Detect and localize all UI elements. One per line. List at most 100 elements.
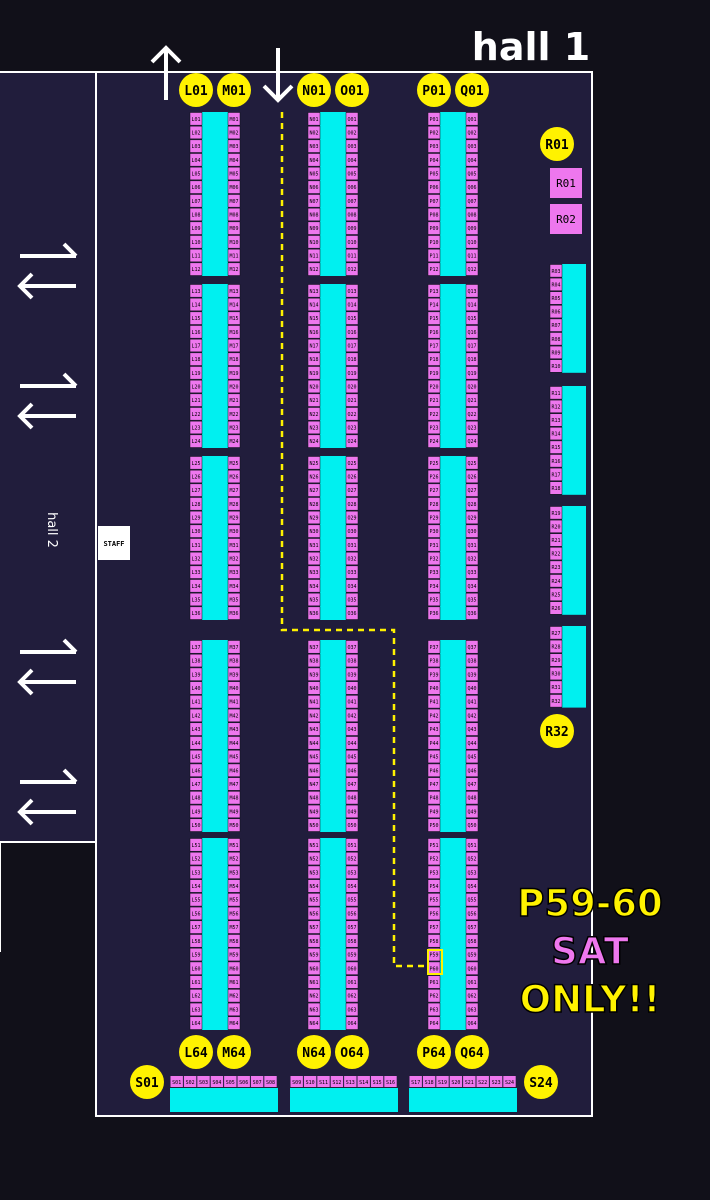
booth-O18[interactable] xyxy=(345,352,359,366)
booth-R16[interactable] xyxy=(549,454,563,468)
marker-O01[interactable] xyxy=(335,73,369,107)
booth-Q51[interactable] xyxy=(465,838,479,852)
booth-O49[interactable] xyxy=(345,804,359,819)
booth-P54[interactable] xyxy=(427,879,441,893)
booth-Q21[interactable] xyxy=(465,393,479,407)
booth-Q33[interactable] xyxy=(465,565,479,579)
booth-Q46[interactable] xyxy=(465,763,479,777)
booth-R06[interactable] xyxy=(549,305,563,319)
booth-Q02[interactable] xyxy=(465,125,479,140)
booth-M63[interactable] xyxy=(227,1002,241,1017)
booth-Q25[interactable] xyxy=(465,456,479,470)
booth-P22[interactable] xyxy=(427,407,441,421)
booth-P40[interactable] xyxy=(427,681,441,695)
booth-L12[interactable] xyxy=(189,262,203,276)
booth-O55[interactable] xyxy=(345,893,359,907)
booth-M49[interactable] xyxy=(227,804,241,819)
marker-R01[interactable] xyxy=(540,127,574,161)
booth-O29[interactable] xyxy=(345,510,359,525)
booth-S07[interactable] xyxy=(250,1076,264,1087)
booth-N41[interactable] xyxy=(307,695,321,709)
booth-O30[interactable] xyxy=(345,524,359,538)
booth-Q20[interactable] xyxy=(465,379,479,394)
booth-Q64[interactable] xyxy=(465,1016,479,1030)
booth-L44[interactable] xyxy=(189,736,203,750)
booth-Q35[interactable] xyxy=(465,592,479,607)
booth-M23[interactable] xyxy=(227,420,241,435)
booth-L20[interactable] xyxy=(189,379,203,394)
booth-O50[interactable] xyxy=(345,818,359,832)
booth-P61[interactable] xyxy=(427,975,441,989)
booth-L29[interactable] xyxy=(189,510,203,525)
marker-S24[interactable] xyxy=(524,1065,558,1099)
booth-S12[interactable] xyxy=(330,1076,344,1087)
booth-L21[interactable] xyxy=(189,393,203,407)
booth-L38[interactable] xyxy=(189,653,203,668)
booth-L59[interactable] xyxy=(189,947,203,962)
booth-Q60[interactable] xyxy=(465,961,479,975)
booth-M21[interactable] xyxy=(227,393,241,407)
booth-N28[interactable] xyxy=(307,497,321,511)
booth-O44[interactable] xyxy=(345,736,359,750)
booth-M25[interactable] xyxy=(227,456,241,470)
booth-P10[interactable] xyxy=(427,235,441,249)
booth-S11[interactable] xyxy=(317,1076,330,1087)
booth-N53[interactable] xyxy=(307,865,321,879)
booth-L33[interactable] xyxy=(189,565,203,579)
booth-O62[interactable] xyxy=(345,989,359,1003)
booth-N43[interactable] xyxy=(307,722,321,736)
booth-S06[interactable] xyxy=(237,1076,250,1087)
booth-Q57[interactable] xyxy=(465,920,479,934)
booth-Q23[interactable] xyxy=(465,420,479,435)
booth-Q32[interactable] xyxy=(465,551,479,566)
booth-S02[interactable] xyxy=(183,1076,197,1087)
marker-Q64[interactable] xyxy=(455,1035,489,1069)
booth-R05[interactable] xyxy=(549,291,563,305)
booth-M04[interactable] xyxy=(227,153,241,167)
booth-O20[interactable] xyxy=(345,379,359,394)
booth-N11[interactable] xyxy=(307,248,321,263)
booth-M13[interactable] xyxy=(227,284,241,298)
booth-N30[interactable] xyxy=(307,524,321,538)
booth-M14[interactable] xyxy=(227,297,241,312)
booth-L61[interactable] xyxy=(189,975,203,989)
booth-M41[interactable] xyxy=(227,695,241,709)
booth-N36[interactable] xyxy=(307,606,321,620)
booth-Q47[interactable] xyxy=(465,777,479,791)
booth-Q13[interactable] xyxy=(465,284,479,298)
booth-P28[interactable] xyxy=(427,497,441,511)
booth-L14[interactable] xyxy=(189,297,203,312)
booth-O43[interactable] xyxy=(345,722,359,736)
booth-O40[interactable] xyxy=(345,681,359,695)
booth-Q44[interactable] xyxy=(465,736,479,750)
marker-P01[interactable] xyxy=(417,73,451,107)
booth-M15[interactable] xyxy=(227,311,241,325)
booth-O05[interactable] xyxy=(345,166,359,181)
booth-N24[interactable] xyxy=(307,434,321,448)
booth-M52[interactable] xyxy=(227,851,241,866)
booth-O33[interactable] xyxy=(345,565,359,579)
booth-P25[interactable] xyxy=(427,456,441,470)
booth-N35[interactable] xyxy=(307,592,321,607)
booth-N54[interactable] xyxy=(307,879,321,893)
booth-P64[interactable] xyxy=(427,1016,441,1030)
booth-N12[interactable] xyxy=(307,262,321,276)
booth-M01[interactable] xyxy=(227,112,241,126)
booth-P29[interactable] xyxy=(427,510,441,525)
booth-O48[interactable] xyxy=(345,791,359,805)
booth-O36[interactable] xyxy=(345,606,359,620)
booth-R11[interactable] xyxy=(549,386,563,400)
booth-L43[interactable] xyxy=(189,722,203,736)
booth-O14[interactable] xyxy=(345,297,359,312)
booth-M05[interactable] xyxy=(227,166,241,181)
booth-L62[interactable] xyxy=(189,989,203,1003)
booth-N38[interactable] xyxy=(307,653,321,668)
booth-L49[interactable] xyxy=(189,804,203,819)
booth-P07[interactable] xyxy=(427,194,441,208)
booth-O16[interactable] xyxy=(345,325,359,339)
booth-Q17[interactable] xyxy=(465,338,479,353)
booth-R24[interactable] xyxy=(549,574,563,588)
booth-S10[interactable] xyxy=(303,1076,317,1087)
booth-N13[interactable] xyxy=(307,284,321,298)
booth-N03[interactable] xyxy=(307,139,321,153)
